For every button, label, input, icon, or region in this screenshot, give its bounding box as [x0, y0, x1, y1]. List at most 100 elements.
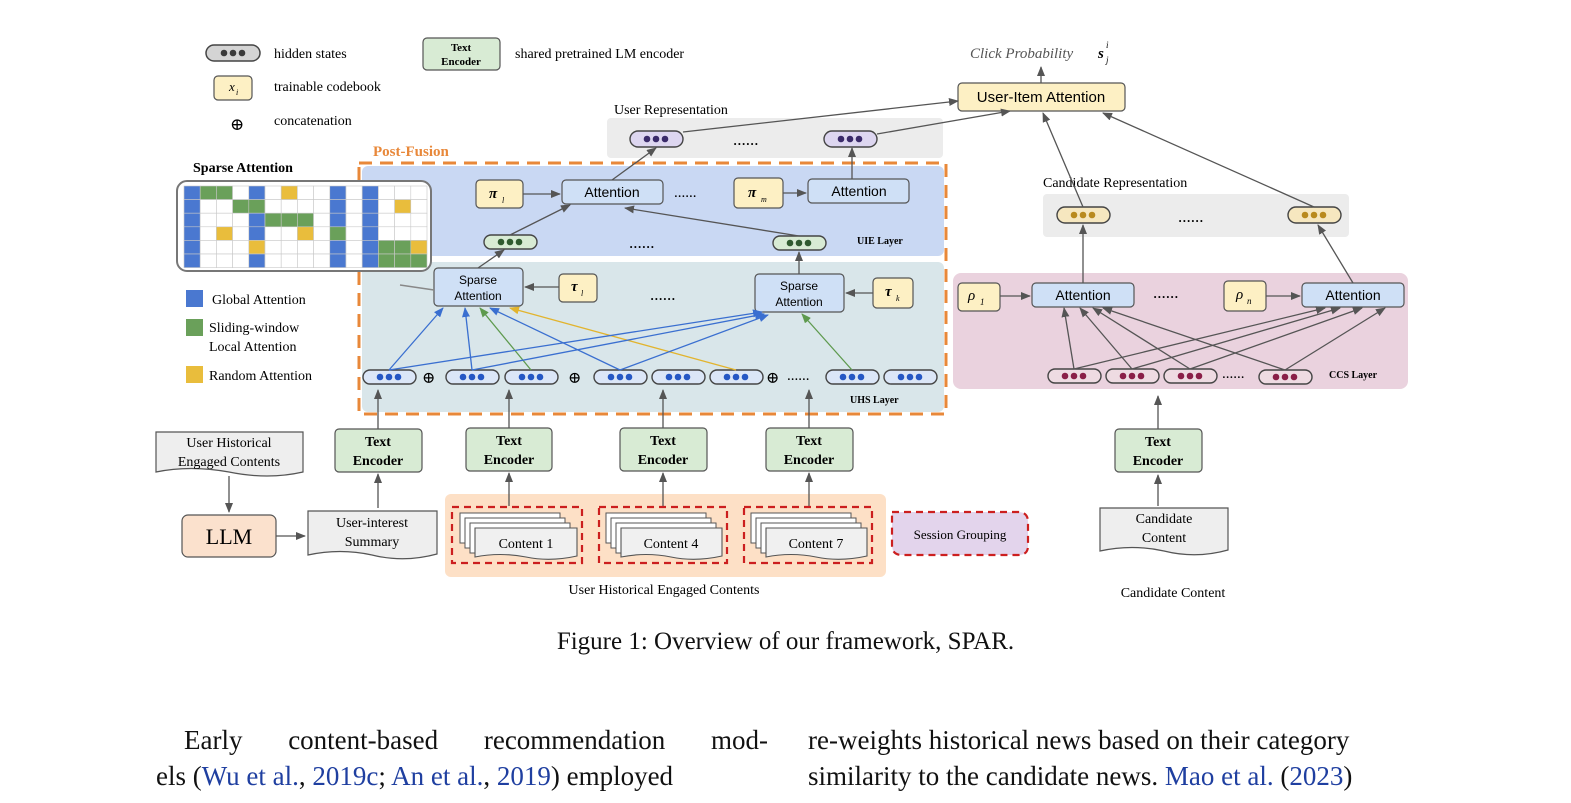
grid-cell: [199, 185, 217, 200]
svg-text:⊕: ⊕: [568, 370, 581, 387]
legend-trainable-codebook: trainable codebook: [274, 80, 381, 95]
grid-cell: [410, 199, 428, 214]
legend-hidden-states: hidden states: [274, 47, 347, 62]
grid-cell: [378, 199, 395, 214]
grid-cell: [361, 212, 379, 228]
grid-cell: [280, 185, 298, 200]
grid-cell: [232, 199, 250, 214]
sparse-attention-grid: [183, 185, 428, 268]
grid-cell: [280, 253, 298, 268]
body-left-column: Early content-based recommendation mod- …: [156, 722, 768, 794]
grid-cell: [232, 212, 250, 228]
grid-cell: [280, 212, 298, 228]
svg-text:Content 1: Content 1: [499, 537, 554, 552]
svg-text:Encoder: Encoder: [1133, 454, 1184, 469]
svg-text:Attention: Attention: [775, 295, 822, 309]
grid-cell: [280, 226, 298, 241]
svg-text:......: ......: [1153, 283, 1179, 302]
svg-text:Attention: Attention: [454, 289, 501, 303]
body-right-line-2: similarity to the candidate news. Mao et…: [808, 761, 1353, 791]
grid-cell: [345, 240, 363, 255]
grid-cell: [313, 226, 331, 241]
svg-text:ρ: ρ: [1235, 287, 1243, 303]
grid-cell: [345, 253, 363, 268]
svg-text:l: l: [581, 289, 584, 298]
user-representation-box: [607, 118, 943, 158]
grid-cell: [183, 253, 201, 268]
grid-cell: [410, 185, 428, 200]
grid-cell: [183, 199, 201, 214]
grid-cell: [297, 199, 314, 214]
ccs-hidden-states: ......: [1047, 366, 1313, 385]
citation-an-year[interactable]: 2019: [496, 761, 551, 791]
grid-cell: [199, 212, 217, 228]
grid-cell: [394, 185, 412, 200]
svg-text:s: s: [1097, 46, 1104, 62]
grid-cell: [329, 240, 347, 255]
grid-cell: [216, 212, 233, 228]
citation-an[interactable]: An et al.: [391, 761, 484, 791]
grid-cell: [345, 185, 363, 200]
grid-cell: [297, 253, 314, 268]
svg-text:Encoder: Encoder: [441, 56, 481, 68]
grid-cell: [248, 253, 266, 268]
text-encoder-candidate: Text Encoder: [1114, 428, 1203, 473]
citation-wu[interactable]: Wu et al.: [201, 761, 299, 791]
grid-cell: [361, 253, 379, 268]
grid-cell: [378, 226, 395, 241]
svg-text:i: i: [1106, 40, 1109, 50]
grid-cell: [394, 199, 412, 214]
grid-cell: [264, 212, 282, 228]
text-encoder-4: Text Encoder: [765, 427, 854, 472]
legend: hidden states Text Encoder shared pretra…: [205, 37, 684, 134]
legend-global: Global Attention: [212, 293, 306, 308]
grid-cell: [297, 185, 314, 200]
grid-cell: [378, 253, 395, 268]
svg-text:Content: Content: [1142, 531, 1186, 546]
svg-text:j: j: [1105, 55, 1109, 65]
grid-cell: [216, 226, 233, 241]
candidate-content-label: Candidate Content: [1121, 586, 1226, 601]
svg-text:τ: τ: [571, 279, 579, 295]
svg-text:⊕: ⊕: [766, 370, 779, 387]
text-encoder-2: Text Encoder: [465, 427, 553, 472]
grid-cell: [345, 199, 363, 214]
citation-wu-year[interactable]: 2019c: [312, 761, 379, 791]
grid-cell: [394, 226, 412, 241]
grid-cell: [329, 226, 347, 241]
grid-cell: [410, 253, 428, 268]
svg-text:Session Grouping: Session Grouping: [914, 527, 1007, 542]
svg-text:π: π: [489, 186, 498, 202]
svg-text:ρ: ρ: [967, 288, 975, 304]
svg-text:m: m: [761, 195, 767, 204]
svg-text:Content 4: Content 4: [644, 537, 699, 552]
uhs-hidden-states: ⊕ ⊕ ⊕ ......: [362, 368, 938, 387]
text-encoder-3: Text Encoder: [619, 427, 708, 472]
svg-text:Text: Text: [650, 434, 676, 449]
grid-cell: [199, 199, 217, 214]
grid-cell: [378, 185, 395, 200]
user-historical-doc: [155, 431, 304, 477]
svg-text:l: l: [502, 196, 505, 205]
body-right-column: re-weights historical news based on thei…: [808, 722, 1418, 794]
grid-cell: [248, 240, 266, 255]
grid-cell: [329, 212, 347, 228]
svg-text:Candidate: Candidate: [1136, 512, 1193, 527]
citation-mao[interactable]: Mao et al.: [1164, 761, 1274, 791]
svg-text:......: ......: [674, 185, 697, 201]
legend-concatenation: concatenation: [274, 114, 352, 129]
svg-text:User-interest: User-interest: [336, 516, 408, 531]
svg-text:......: ......: [1222, 366, 1245, 382]
grid-cell: [183, 212, 201, 228]
svg-text:⊕: ⊕: [422, 370, 435, 387]
grid-cell: [216, 199, 233, 214]
user-representation-label: User Representation: [614, 103, 728, 118]
svg-text:Attention: Attention: [584, 184, 639, 200]
grid-cell: [280, 199, 298, 214]
svg-text:π: π: [748, 185, 757, 201]
citation-mao-year[interactable]: 2023: [1289, 761, 1344, 791]
grid-cell: [361, 226, 379, 241]
grid-cell: [313, 240, 331, 255]
grid-cell: [216, 185, 233, 200]
uhs-layer-label: UHS Layer: [850, 395, 899, 406]
